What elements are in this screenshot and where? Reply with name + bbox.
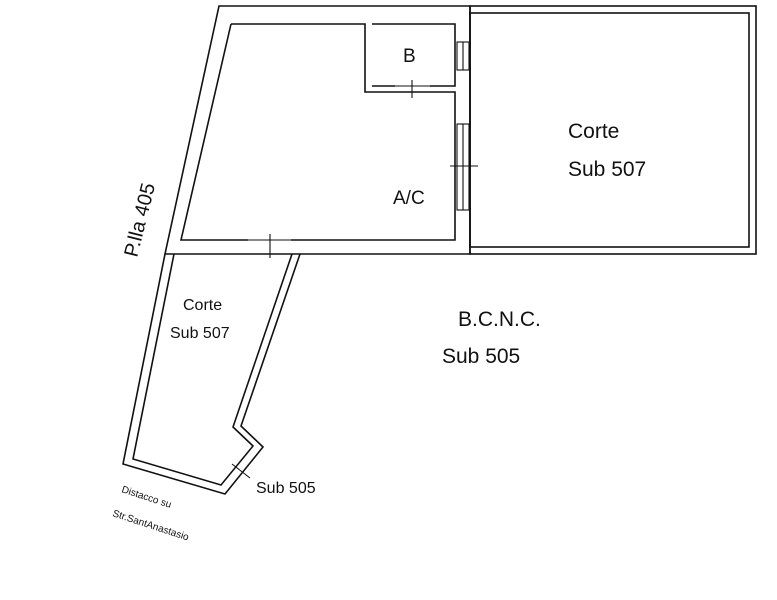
boundary-tick [231, 463, 251, 479]
courtyard-right-sub: Sub 507 [568, 158, 646, 181]
courtyard-right-name: Corte [568, 120, 619, 143]
room-ac-label: A/C [393, 188, 425, 209]
detachment-line2: Str.SantAnastasio [111, 508, 190, 543]
building-outer-wall [164, 5, 471, 255]
courtyard-right-inner [469, 12, 750, 248]
courtyard-left-inner [132, 253, 293, 486]
bcnc-sub: Sub 505 [442, 345, 520, 368]
room-b-label: B [403, 46, 416, 67]
door-left-courtyard [248, 234, 291, 258]
bathroom-door [395, 80, 430, 98]
courtyard-left-sub: Sub 507 [170, 325, 230, 342]
courtyard-left-name: Corte [183, 297, 222, 314]
bathroom-walls [372, 23, 456, 87]
courtyard-left-outer [122, 253, 301, 495]
boundary-sub-label: Sub 505 [256, 480, 316, 497]
detachment-line1: Distacco su [120, 484, 173, 510]
bcnc-label: B.C.N.C. [458, 308, 541, 331]
parcel-label: P.lla 405 [121, 181, 161, 259]
